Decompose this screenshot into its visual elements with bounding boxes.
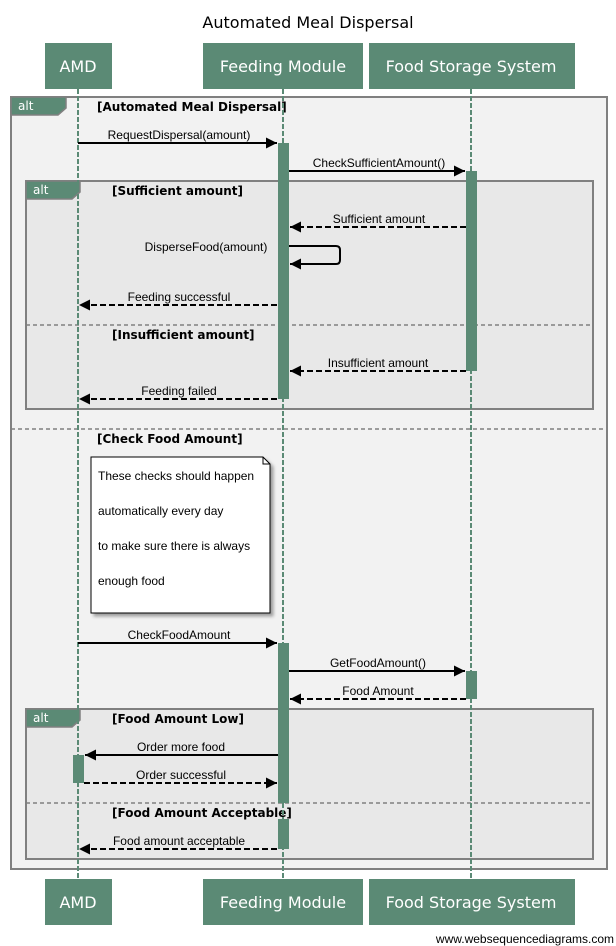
participant-label: AMD	[59, 57, 96, 76]
participant-label: Food Storage System	[386, 57, 557, 76]
participant-food-storage-system	[369, 879, 575, 925]
footer-watermark: www.websequencediagrams.com	[435, 932, 614, 946]
food-amount-alt-keyword: alt	[33, 711, 49, 725]
activation-bar	[73, 755, 84, 783]
participant-amd	[45, 879, 112, 925]
participant-feeding-module	[203, 43, 363, 89]
activation-bar	[278, 643, 289, 803]
participant-label: Feeding Module	[220, 893, 346, 912]
food-amount-alt-frame: alt [Food Amount Low] [Food Amount Accep…	[25, 708, 594, 860]
sufficiency-alt-keyword: alt	[33, 183, 49, 197]
message-label: Order more food	[137, 740, 225, 754]
message-label: Order successful	[136, 768, 226, 782]
note-line: to make sure there is always	[98, 539, 250, 553]
activation-bar	[278, 143, 289, 399]
activation-bar	[278, 819, 289, 849]
note-line: automatically every day	[98, 504, 223, 518]
participant-food-storage-system	[369, 43, 575, 89]
note	[90, 456, 271, 614]
note-line: enough food	[98, 574, 165, 588]
message-label: Food Amount	[342, 684, 414, 698]
message-label: Food amount acceptable	[113, 834, 245, 848]
sufficiency-alt-guard-2: [Insufficient amount]	[112, 328, 255, 342]
activation-bar	[466, 171, 477, 371]
participant-label: Food Storage System	[386, 893, 557, 912]
participants-top: AMD Feeding Module Food Storage System	[45, 43, 575, 89]
outer-alt-keyword: alt	[18, 99, 34, 113]
food-amount-alt-guard-2: [Food Amount Acceptable]	[112, 806, 292, 820]
message-label: GetFoodAmount()	[330, 656, 426, 670]
diagram-title: Automated Meal Dispersal	[202, 13, 413, 32]
participant-feeding-module	[203, 879, 363, 925]
activation-bars	[73, 143, 477, 849]
message-label: CheckSufficientAmount()	[313, 156, 446, 170]
message-label: RequestDispersal(amount)	[108, 128, 251, 142]
participants-bottom: AMD Feeding Module Food Storage System	[45, 879, 575, 925]
message-arrow	[289, 245, 341, 270]
messages: RequestDispersal(amount) CheckSufficient…	[78, 128, 466, 855]
participant-amd	[45, 43, 112, 89]
outer-alt-guard-1: [Automated Meal Dispersal]	[97, 100, 287, 114]
food-amount-alt-guard-1: [Food Amount Low]	[112, 712, 244, 726]
note-line: These checks should happen	[98, 469, 254, 483]
sufficiency-alt-frame: alt [Sufficient amount] [Insufficient am…	[25, 180, 594, 410]
participant-label: AMD	[59, 893, 96, 912]
activation-bar	[466, 671, 477, 699]
message-label: Insufficient amount	[328, 356, 429, 370]
sufficiency-alt-guard-1: [Sufficient amount]	[112, 184, 243, 198]
participant-label: Feeding Module	[220, 57, 346, 76]
message-label: Sufficient amount	[333, 212, 426, 226]
outer-alt-guard-2: [Check Food Amount]	[97, 432, 243, 446]
message-label: Feeding successful	[128, 290, 231, 304]
message-label: Feeding failed	[141, 384, 216, 398]
message-label: DisperseFood(amount)	[145, 240, 268, 254]
message-label: CheckFoodAmount	[128, 628, 231, 642]
